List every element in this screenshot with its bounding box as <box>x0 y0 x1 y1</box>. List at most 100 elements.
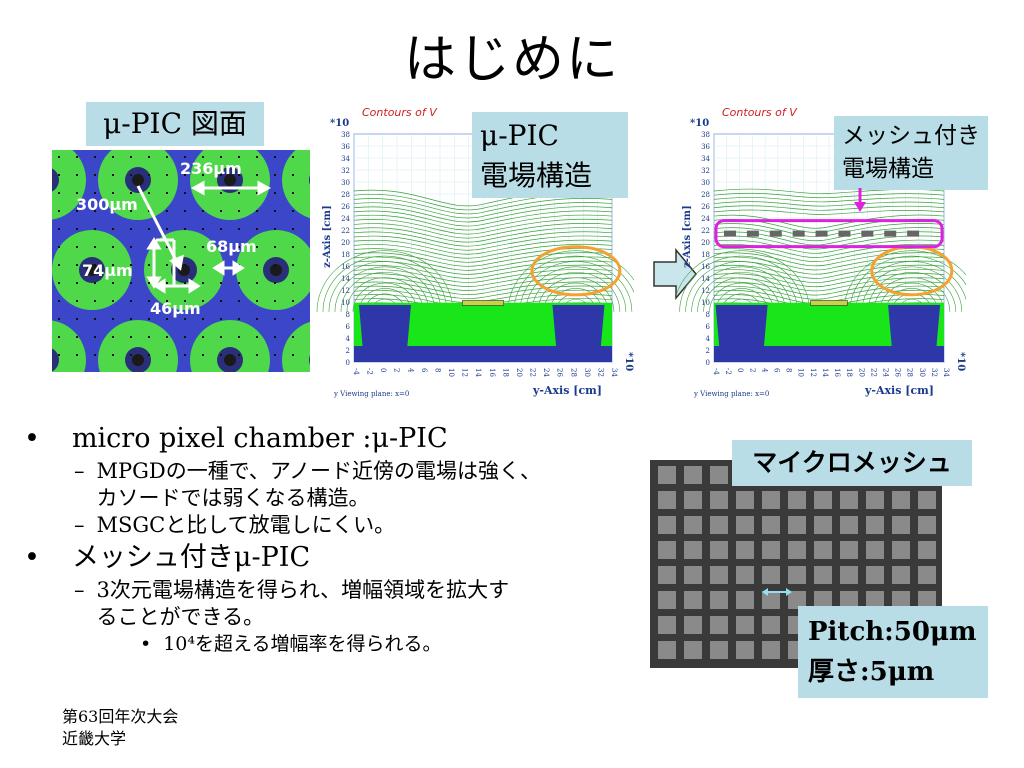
mesh-opening <box>684 541 702 559</box>
x-tick-label: 8 <box>433 368 441 372</box>
x-tick-label: 4 <box>406 368 414 373</box>
contour-line <box>353 210 613 227</box>
grid-dot <box>274 264 276 266</box>
grid-dot <box>148 282 150 284</box>
mesh-opening <box>814 566 832 584</box>
grid-dot <box>292 318 294 320</box>
grid-dot <box>130 228 132 230</box>
grid-dot <box>130 336 132 338</box>
grid-dot <box>184 192 186 194</box>
grid-dot <box>274 174 276 176</box>
grid-dot <box>184 246 186 248</box>
contour-arc <box>346 277 424 312</box>
contour-line <box>353 260 613 275</box>
y-tick-label: 0 <box>346 359 350 367</box>
grid-dot <box>220 228 222 230</box>
grid-dot <box>238 228 240 230</box>
cathode-hole <box>309 175 310 185</box>
grid-dot <box>148 264 150 266</box>
mesh-opening <box>658 516 676 534</box>
bullet-list: •micro pixel chamber :μ-PIC –MPGDの一種で、アノ… <box>24 420 654 657</box>
mesh-field-label-line1: メッシュ付き <box>842 123 980 149</box>
contour-line <box>713 281 945 296</box>
grid-dot <box>94 282 96 284</box>
grid-dot <box>166 354 168 356</box>
y-tick-label: 28 <box>701 191 710 199</box>
y-tick-label: 6 <box>706 323 711 331</box>
grid-dot <box>202 228 204 230</box>
x-tick-label: 30 <box>583 368 591 377</box>
grid-dot <box>94 318 96 320</box>
x-tick-label: 10 <box>797 368 805 377</box>
grid-dot <box>148 336 150 338</box>
grid-dot <box>130 318 132 320</box>
mesh-opening <box>918 516 936 534</box>
grid-dot <box>256 264 258 266</box>
mesh-opening <box>710 516 728 534</box>
grid-dot <box>220 210 222 212</box>
anode-dot <box>270 264 282 276</box>
grid-dot <box>94 336 96 338</box>
mesh-opening <box>788 541 806 559</box>
y-axis-label: z-Axis [cm] <box>322 205 333 268</box>
contour-arc <box>855 261 966 312</box>
grid-dot <box>274 300 276 302</box>
grid-dot <box>274 192 276 194</box>
mesh-opening <box>840 541 858 559</box>
mesh-opening <box>788 516 806 534</box>
mesh-opening <box>684 466 702 484</box>
base-substrate <box>354 346 612 362</box>
mesh-opening <box>762 641 780 659</box>
y-tick-label: 12 <box>341 287 350 295</box>
mesh-opening <box>892 566 910 584</box>
mesh-opening <box>736 541 754 559</box>
plot-title: Contours of V <box>722 106 798 119</box>
anode-strip <box>462 300 504 306</box>
grid-dot <box>256 192 258 194</box>
mesh-opening <box>710 466 728 484</box>
y-tick-label: 0 <box>706 359 710 367</box>
pitch-arrow-head <box>786 588 792 596</box>
x-tick-label: 18 <box>501 368 509 377</box>
grid-dot <box>166 318 168 320</box>
grid-dot <box>292 192 294 194</box>
grid-dot <box>166 210 168 212</box>
y-tick-label: 24 <box>341 215 350 223</box>
y-tick-label: 22 <box>341 227 350 235</box>
contour-arc <box>867 271 957 312</box>
right-arrow-icon <box>653 248 697 300</box>
cathode-hole <box>52 168 59 192</box>
contour-line <box>353 227 613 243</box>
grid-dot <box>238 300 240 302</box>
mesh-opening <box>840 516 858 534</box>
grid-dot <box>94 174 96 176</box>
grid-dot <box>130 264 132 266</box>
grid-dot <box>292 264 294 266</box>
y-tick-label: 30 <box>341 179 350 187</box>
grid-dot <box>238 336 240 338</box>
contour-arc <box>861 266 963 312</box>
contour-arc <box>685 261 798 312</box>
x-tick-label: 2 <box>393 368 401 372</box>
x-tick-label: 10 <box>447 368 455 377</box>
contour-arc <box>679 255 804 312</box>
y-tick-label: 34 <box>341 155 350 163</box>
grid-dot <box>94 228 96 230</box>
y-tick-label: 16 <box>701 263 710 271</box>
grid-dot <box>292 210 294 212</box>
contour-arc <box>507 250 634 312</box>
anode-ring <box>52 320 86 372</box>
y-tick-label: 22 <box>701 227 710 235</box>
grid-dot <box>58 354 60 356</box>
y-tick-label: 24 <box>701 215 710 223</box>
anode-ring <box>98 320 178 372</box>
y-tick-label: 26 <box>341 203 350 211</box>
x-tick-label: -2 <box>724 368 732 375</box>
grid-dot <box>148 300 150 302</box>
bullet-subitem: –MPGDの一種で、アノード近傍の電場は強く、 <box>74 459 542 483</box>
grid-dot <box>202 174 204 176</box>
contour-arc <box>322 255 448 312</box>
grid-dot <box>76 174 78 176</box>
grid-dot <box>130 282 132 284</box>
mesh-opening <box>710 491 728 509</box>
